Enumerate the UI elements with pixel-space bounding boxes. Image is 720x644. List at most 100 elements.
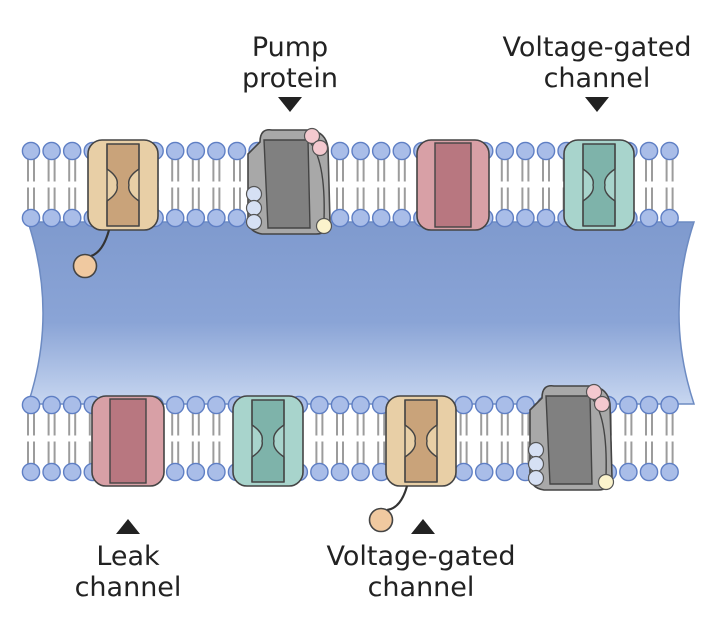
lipid-head [371, 208, 391, 228]
lipid-head [619, 395, 638, 415]
pump-protein-pointer [278, 97, 302, 112]
lipid-head [207, 462, 226, 482]
cytoplasm-fill [26, 221, 696, 405]
lipid-head [62, 141, 82, 161]
lipid-head [186, 395, 206, 415]
leak-pore [434, 142, 472, 228]
lipid-head [474, 462, 494, 482]
lipid-head [21, 395, 41, 415]
lipid-head [454, 395, 473, 415]
pump-core [545, 395, 593, 485]
lipid-head [639, 462, 659, 482]
leak-channel-pointer [116, 519, 140, 534]
lipid-head [310, 462, 329, 482]
lipid-head [454, 462, 473, 482]
pump-protein-label: Pump protein [242, 32, 338, 94]
lipid-head [330, 141, 350, 161]
lipid-head [21, 208, 41, 228]
lipid-head [516, 208, 535, 228]
voltage-gated-top-label-line1: Voltage-gated [502, 32, 692, 63]
lipid-head [495, 141, 515, 161]
voltage-gated-top-pointer [585, 97, 609, 112]
voltage-gated-bottom-label-line1: Voltage-gated [326, 541, 516, 572]
inactivation-ball [72, 253, 98, 279]
lipid-head [165, 141, 185, 161]
pump-ion-yellow [597, 473, 615, 491]
lipid-head [330, 462, 350, 482]
lipid-head [351, 462, 370, 482]
lipid-head [536, 141, 556, 161]
top-voltage-gated-channel-with-ball [72, 139, 159, 279]
pump-ion-blue [527, 455, 545, 473]
top-voltage-gated-channel [563, 139, 635, 231]
bottom-pump-protein [527, 383, 615, 491]
lipid-head [371, 141, 391, 161]
lipid-head [21, 462, 41, 482]
lipid-head [474, 395, 494, 415]
voltage-gated-bottom-pointer [411, 519, 435, 534]
pump-protein-label-line1: Pump [251, 32, 329, 63]
voltage-gated-channel-bottom-label: Voltage-gated channel [326, 541, 515, 603]
pump-ion-yellow [315, 217, 333, 235]
lipid-head [165, 395, 185, 415]
pump-ion-blue [527, 469, 545, 487]
voltage-gated-channel-top-label: Voltage-gated channel [502, 32, 691, 94]
pump-protein-label-line2: protein [242, 63, 338, 94]
bottom-leak-channel [91, 395, 165, 487]
lipid-head [392, 141, 412, 161]
lipid-head [227, 208, 247, 228]
inactivation-ball [368, 507, 394, 533]
lipid-head [165, 462, 185, 482]
leak-channel-label-line2: channel [74, 572, 182, 603]
lipid-head [495, 208, 515, 228]
leak-pore [109, 398, 147, 484]
lipid-head [62, 208, 82, 228]
lipid-head [660, 462, 679, 482]
pump-ion-pink [311, 139, 329, 157]
lipid-head [660, 395, 679, 415]
pump-ion-blue [245, 213, 263, 231]
pump-ion-blue [527, 441, 545, 459]
pump-ion-blue [245, 185, 263, 203]
lipid-head [660, 141, 679, 161]
pump-ion-blue [245, 199, 263, 217]
leak-channel-label: Leak channel [75, 541, 182, 603]
lipid-head [42, 141, 61, 161]
lipid-head [62, 462, 82, 482]
lipid-head [227, 141, 247, 161]
lipid-head [207, 141, 226, 161]
bottom-voltage-gated-channel-with-ball [368, 395, 457, 533]
inactivation-tether [386, 485, 409, 512]
voltage-gated-bottom-label-line2: channel [367, 572, 475, 603]
pump-ion-pink [593, 395, 611, 413]
lipid-head [639, 395, 659, 415]
lipid-head [42, 395, 61, 415]
lipid-head [21, 141, 41, 161]
lipid-head [639, 208, 659, 228]
voltage-gated-top-label-line2: channel [543, 63, 651, 94]
lipid-head [310, 395, 329, 415]
inactivation-tether [90, 229, 111, 258]
top-pump-protein [245, 127, 333, 235]
lipid-head [495, 395, 515, 415]
lipid-head [660, 208, 679, 228]
leak-channel-label-line1: Leak [96, 541, 160, 572]
lipid-head [351, 395, 370, 415]
lipid-head [330, 208, 350, 228]
pump-ion-pink [585, 383, 603, 401]
cytoplasm-region [26, 221, 696, 405]
lipid-head [165, 208, 185, 228]
lipid-head [207, 395, 226, 415]
label-pointers [116, 97, 609, 534]
lipid-head [42, 462, 61, 482]
bottom-voltage-gated-channel [232, 395, 304, 487]
lipid-head [207, 208, 226, 228]
lipid-head [619, 462, 638, 482]
membrane-proteins [72, 127, 635, 533]
lipid-head [186, 141, 206, 161]
lipid-head [351, 208, 370, 228]
lipid-head [536, 208, 556, 228]
lipid-head [186, 208, 206, 228]
